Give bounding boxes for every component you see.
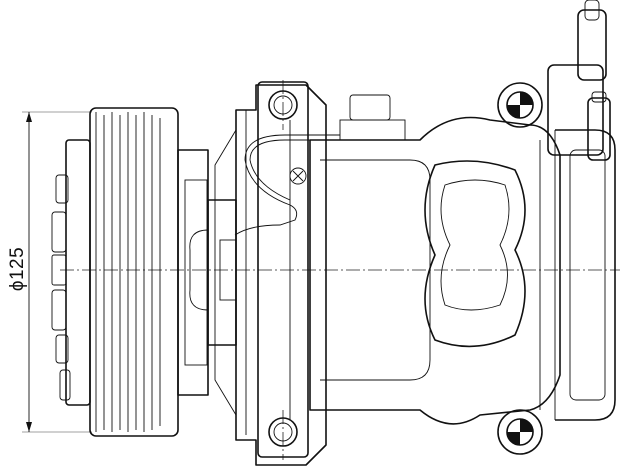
pulley [51,107,179,437]
mount-bolt-bottom [497,409,543,455]
diameter-label: ϕ125 [7,246,28,292]
compressor-body [309,116,561,425]
rear-head [547,0,616,421]
mount-bolt-top [497,82,543,128]
diameter-dimension [22,111,92,433]
wire-harness [234,94,406,236]
clutch [177,129,237,416]
